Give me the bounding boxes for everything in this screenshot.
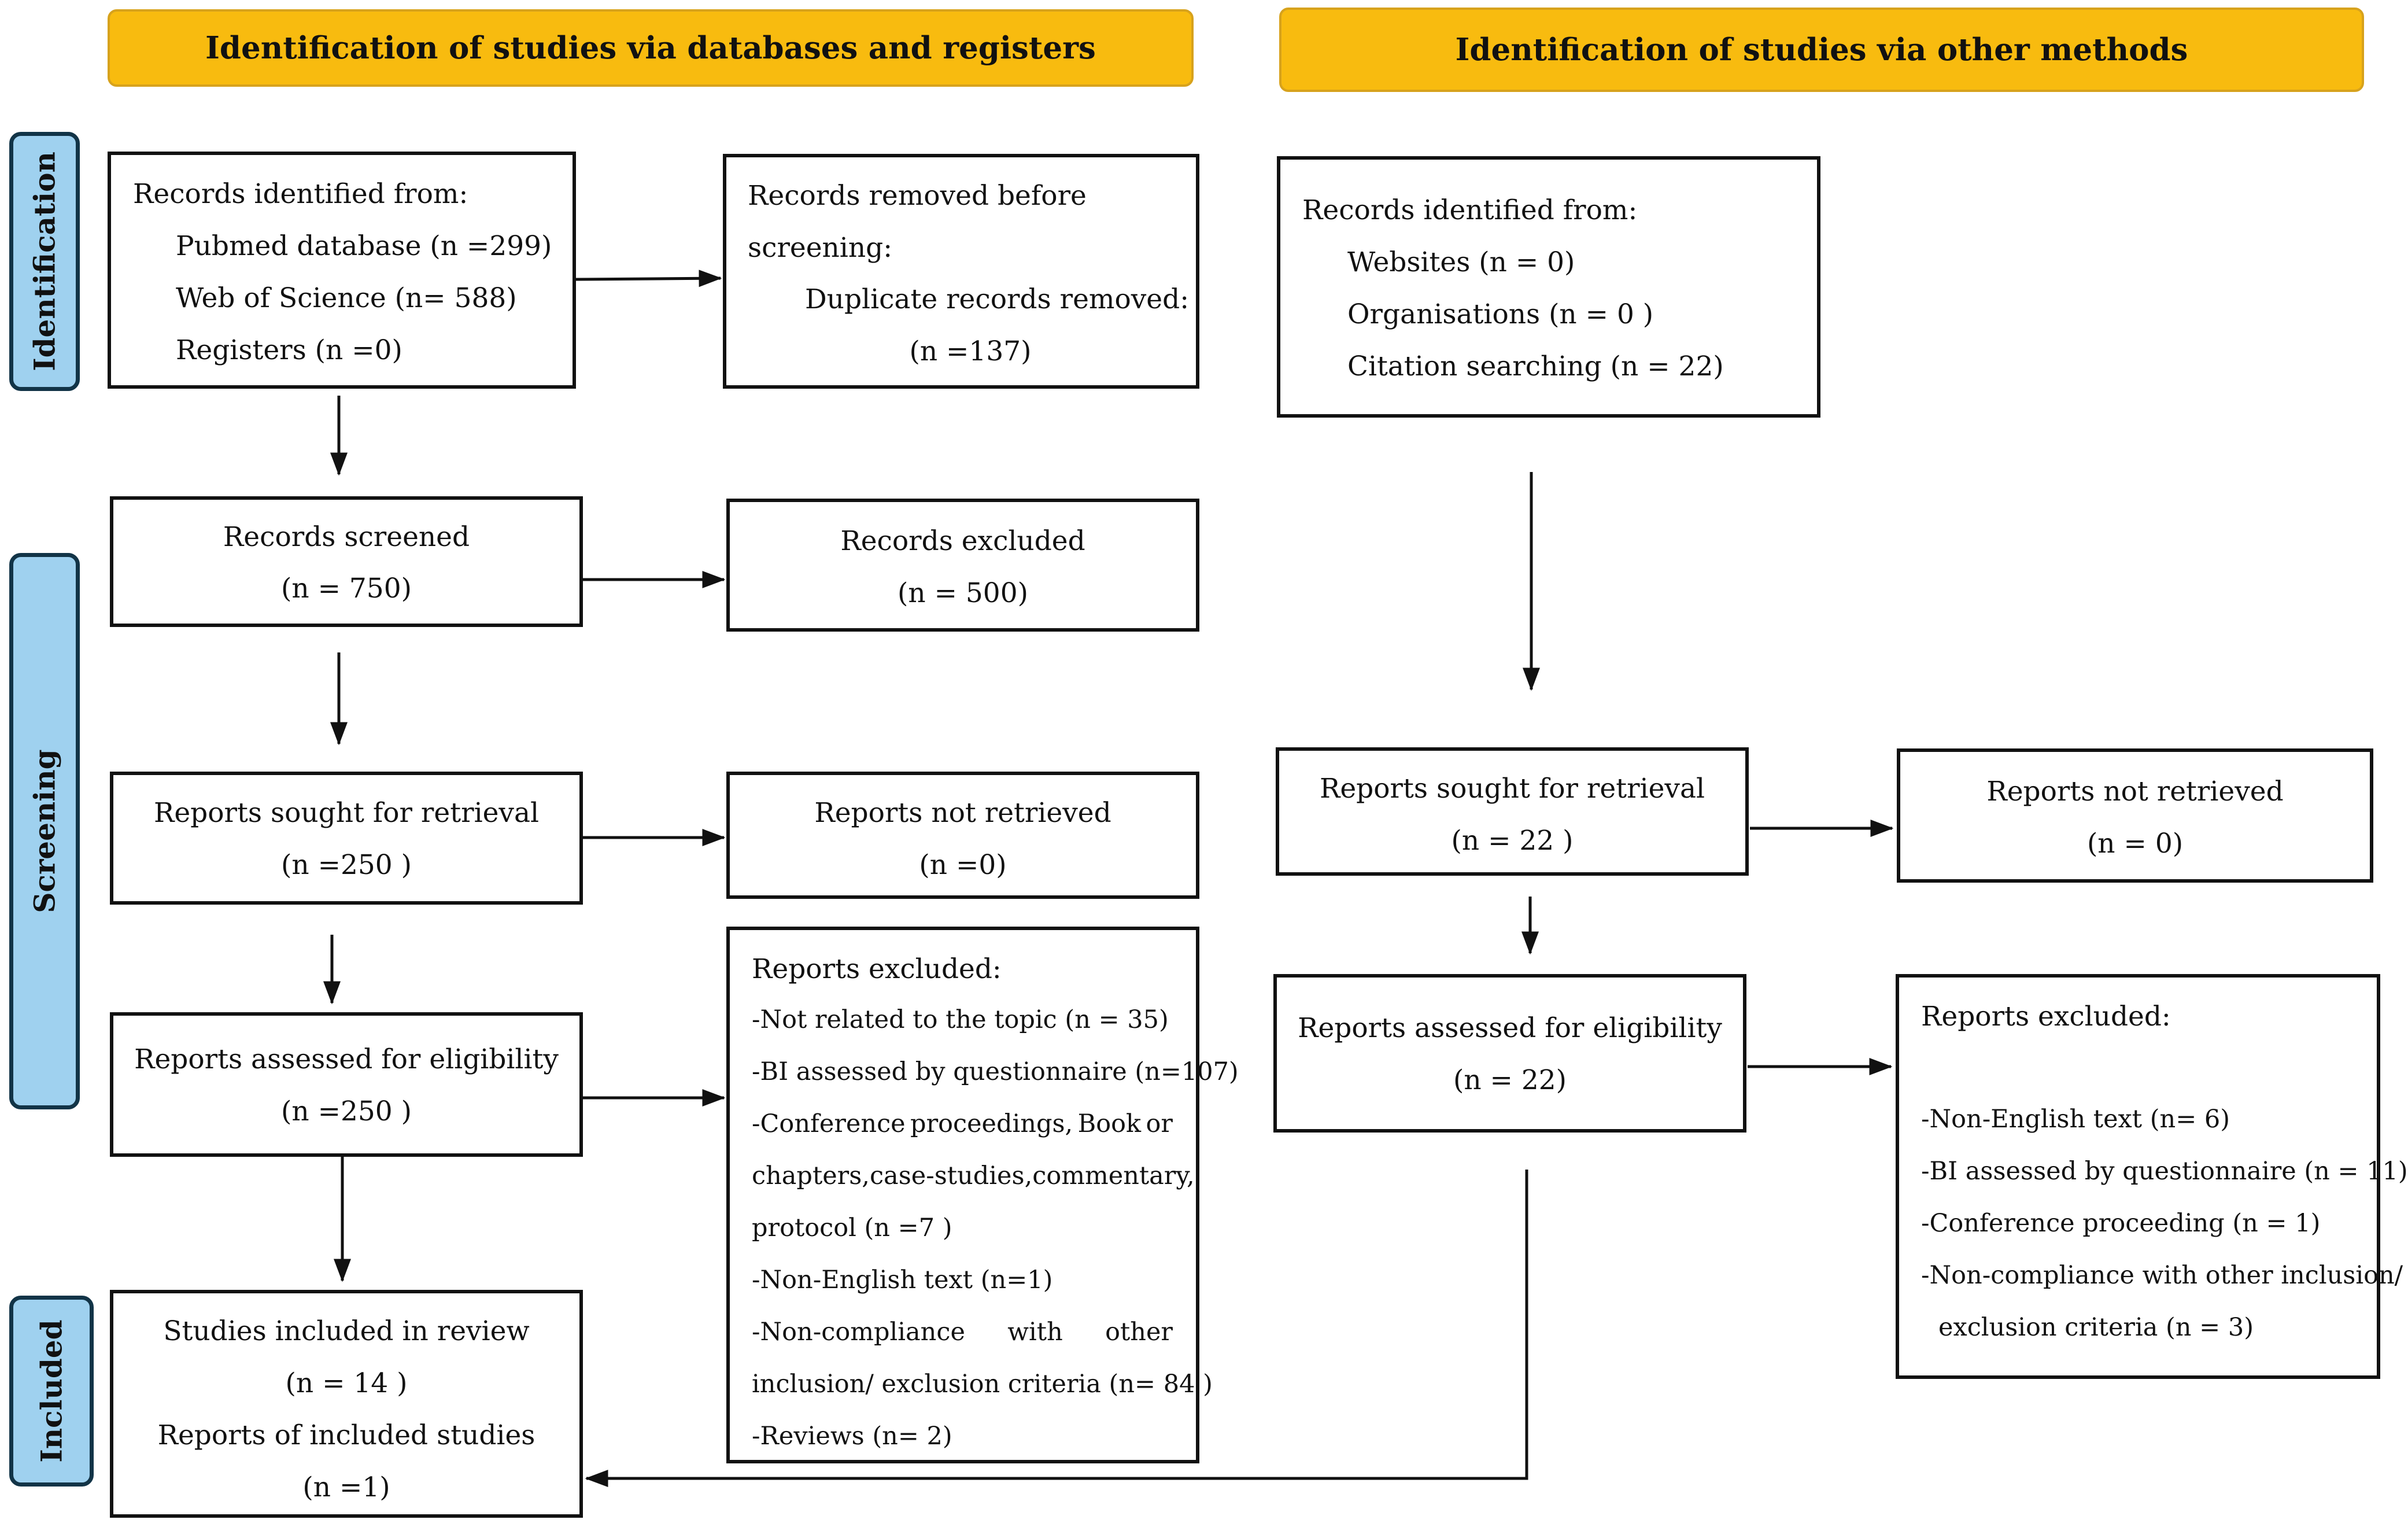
db-excluded-questionnaire: -BI assessed by questionnaire (n=107)	[752, 1057, 1239, 1086]
db-excluded-or-word: or	[1146, 1109, 1173, 1138]
db-reports-sought-count: (n =250 )	[281, 849, 412, 881]
db-source-registers: Registers (n =0)	[176, 334, 402, 366]
db-excluded-other-word: other	[1105, 1318, 1173, 1347]
db-reports-not-retrieved-count: (n =0)	[919, 849, 1007, 881]
other-excluded-criteria: exclusion criteria (n = 3)	[1938, 1313, 2254, 1342]
db-excluded-non-compliance-word: -Non-compliance	[752, 1318, 965, 1347]
db-excluded-reviews: -Reviews (n= 2)	[752, 1422, 952, 1451]
other-reports-sought-box	[1276, 747, 1749, 876]
studies-included-count: (n = 14 )	[285, 1367, 408, 1399]
db-reports-excluded-box	[726, 927, 1199, 1463]
db-records-screened-count: (n = 750)	[281, 573, 412, 604]
other-source-organisations: Organisations (n = 0 )	[1347, 298, 1654, 330]
db-excluded-case-studies-word: case-studies,	[869, 1161, 1033, 1190]
other-excluded-conference: -Conference proceeding (n = 1)	[1921, 1209, 2321, 1238]
db-removed-line-2: screening:	[748, 232, 893, 264]
db-source-pubmed: Pubmed database (n =299)	[176, 230, 552, 262]
db-reports-assessed-box	[110, 1012, 583, 1157]
other-reports-not-retrieved-count: (n = 0)	[2086, 828, 2184, 860]
other-reports-excluded-box	[1896, 974, 2380, 1379]
db-records-excluded-box	[726, 499, 1199, 632]
db-removed-line-1: Records removed before	[748, 180, 1087, 212]
db-source-web-of-science: Web of Science (n= 588)	[176, 282, 517, 314]
studies-included-box	[110, 1290, 583, 1518]
studies-included-label: Studies included in review	[163, 1315, 530, 1347]
db-records-identified-title: Records identified from:	[133, 178, 468, 210]
db-reports-assessed-label: Reports assessed for eligibility	[134, 1043, 559, 1075]
db-records-screened-label: Records screened	[223, 521, 470, 553]
header-other-methods: Identification of studies via other meth…	[1279, 8, 2364, 92]
db-excluded-proceedings-word: proceedings,	[910, 1109, 1073, 1138]
db-reports-sought-box	[110, 772, 583, 905]
other-reports-sought-label: Reports sought for retrieval	[1319, 773, 1705, 805]
phase-included: Included	[9, 1296, 94, 1487]
phase-screening: Screening	[9, 553, 80, 1109]
other-reports-excluded-title: Reports excluded:	[1921, 1001, 2171, 1032]
db-excluded-non-english: -Non-English text (n=1)	[752, 1266, 1053, 1294]
other-reports-not-retrieved-label: Reports not retrieved	[1986, 776, 2284, 807]
db-excluded-book-word: Book	[1077, 1109, 1142, 1138]
other-excluded-questionnaire: -BI assessed by questionnaire (n = 11)	[1921, 1157, 2408, 1186]
other-reports-assessed-box	[1273, 974, 1746, 1133]
db-reports-assessed-count: (n =250 )	[281, 1096, 412, 1127]
db-records-screened-box	[110, 496, 583, 627]
db-reports-not-retrieved-box	[726, 772, 1199, 899]
db-excluded-non-compliance-line-2: inclusion/ exclusion criteria (n= 84 )	[752, 1370, 1213, 1399]
other-reports-assessed-label: Reports assessed for eligibility	[1298, 1012, 1722, 1044]
other-records-identified-title: Records identified from:	[1302, 194, 1638, 226]
reports-included-count: (n =1)	[302, 1471, 390, 1503]
db-reports-not-retrieved-label: Reports not retrieved	[814, 797, 1111, 829]
other-reports-not-retrieved-box	[1897, 748, 2373, 883]
reports-included-label: Reports of included studies	[157, 1419, 535, 1451]
db-reports-excluded-title: Reports excluded:	[752, 953, 1002, 985]
db-records-excluded-count: (n = 500)	[898, 577, 1028, 609]
db-excluded-not-related: -Not related to the topic (n = 35)	[752, 1005, 1169, 1034]
db-excluded-commentary-word: commentary,	[1032, 1161, 1195, 1190]
db-duplicates-removed-count: (n =137)	[909, 335, 1032, 367]
other-reports-sought-count: (n = 22 )	[1451, 825, 1574, 857]
db-reports-sought-label: Reports sought for retrieval	[153, 797, 540, 829]
other-source-websites: Websites (n = 0)	[1347, 246, 1575, 278]
other-reports-assessed-count: (n = 22)	[1453, 1064, 1567, 1096]
db-records-identified-box	[108, 152, 576, 389]
db-records-excluded-label: Records excluded	[840, 525, 1085, 557]
phase-identification: Identification	[9, 132, 80, 391]
db-excluded-non-compliance-line-1: -Non-compliance with other	[752, 1320, 1173, 1345]
header-databases-label: Identification of studies via databases …	[205, 30, 1096, 66]
db-duplicates-removed-label: Duplicate records removed:	[805, 283, 1190, 315]
other-source-citation-searching: Citation searching (n = 22)	[1347, 351, 1724, 382]
db-excluded-conference-line-3: protocol (n =7 )	[752, 1214, 952, 1242]
header-databases: Identification of studies via databases …	[108, 9, 1194, 87]
arrow-other-to-included	[585, 1170, 1528, 1487]
arrow-identified-to-removed	[575, 270, 722, 287]
db-excluded-conference-word: -Conference	[752, 1109, 906, 1138]
db-excluded-chapters-word: chapters,	[752, 1161, 870, 1190]
db-excluded-with-word: with	[1007, 1318, 1063, 1347]
db-records-removed-box	[723, 154, 1199, 389]
other-excluded-non-english: -Non-English text (n= 6)	[1921, 1105, 2230, 1134]
other-records-identified-box	[1277, 156, 1820, 418]
db-excluded-conference-line-2: chapters,case-studies,commentary,	[752, 1161, 1195, 1190]
other-excluded-non-compliance: -Non-compliance with other inclusion/	[1921, 1261, 2403, 1290]
header-other-methods-label: Identification of studies via other meth…	[1455, 32, 2188, 68]
